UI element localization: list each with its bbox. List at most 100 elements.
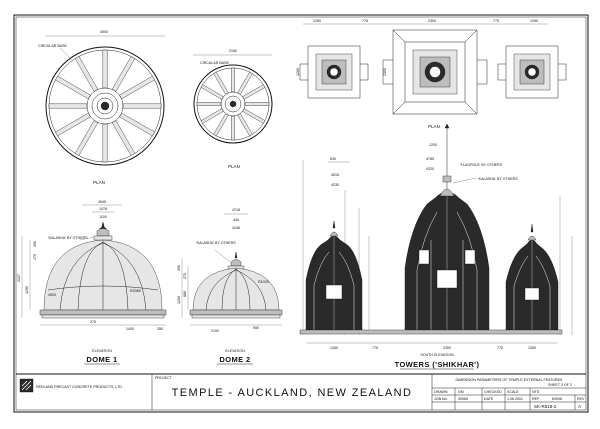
tb-project-label: PROJECT [155, 376, 173, 380]
company-name: REDLAND PRECAST CONCRETE PRODUCTS, LTD. [36, 385, 123, 389]
dome2-title: DOME 2 [219, 355, 250, 364]
tw-kalasha: 'KALASHA' BY OTHERS [478, 177, 518, 181]
plan-rib [237, 113, 253, 137]
plan-rib [200, 108, 224, 124]
d1-dome-base: 4500 [48, 293, 56, 297]
dome1-base-label: CIRCULAR BASE [38, 44, 68, 48]
plan-rib [196, 102, 222, 106]
dome2-plan: 2150 CIRCULAR BASE PLAN [193, 49, 273, 169]
tw-b4: 775 [497, 346, 503, 350]
d1-d2: 1100 [99, 215, 107, 219]
towers-elevation: 'FLAGPOLE' BY OTHERS 'KALASHA' BY OTHERS… [299, 123, 573, 370]
d2-h-mid: 880 [183, 291, 187, 297]
tp-d1: 1260 [313, 19, 321, 23]
inner-border [15, 16, 587, 411]
plan-rib [213, 71, 229, 95]
d1-h-base: 475 [33, 254, 37, 260]
plan-rib [231, 115, 235, 141]
tb-ref-v: 6/9/06 [552, 397, 562, 401]
dome1-plan: 4500 CIRCULAR BASE PLAN [38, 30, 165, 185]
plan-rib [111, 56, 136, 92]
d1-elevation-label: ELEVATION [92, 349, 112, 353]
tw-south-label: SOUTH ELEVATION [420, 353, 454, 357]
dome2-plan-label: PLAN [228, 164, 240, 169]
tb-checked: CHECKED [484, 390, 502, 394]
tp-d2: 775 [362, 19, 368, 23]
tp-d5: 1260 [530, 19, 538, 23]
d2-kalasha: 'KALASHA' BY OTHERS [196, 241, 236, 245]
d2-d2: 4246 [232, 226, 240, 230]
sheet-border [13, 14, 589, 413]
d1-kalasha: 'KALASHA' BY OTHERS [48, 236, 88, 240]
tw-d-c: 630 [330, 157, 336, 161]
tb-date: DATE [484, 397, 494, 401]
tb-rev-v: A [578, 404, 581, 409]
plan-rib [213, 113, 229, 137]
tb-job-v: 30965 [458, 397, 468, 401]
dome1-elevation: 4545 1078 1100 'KALASHA' BY OTHERS 2137 … [17, 200, 167, 365]
tw-b3: 2300 [443, 346, 451, 350]
dome2-elevation: 4718 440 4246 'KALASHA' BY OTHERS 1260 8… [177, 208, 283, 365]
d2-h-base: 350 [177, 265, 181, 271]
plan-rib [55, 75, 91, 100]
tw-d-d: 4515 [331, 173, 339, 177]
plan-rib [74, 56, 99, 92]
towers-plan: 1260 775 2300 775 1260 1260 2300 [296, 19, 567, 129]
d1-base-gap: 350 [157, 327, 163, 331]
tb-scale-v: NTS [532, 390, 540, 394]
tw-b5: 1260 [528, 346, 536, 350]
d1-foot: 275 [90, 320, 96, 324]
tp-h-big: 2300 [383, 68, 387, 76]
tw-flagpole: 'FLAGPOLE' BY OTHERS [460, 163, 503, 167]
plan-rib [55, 112, 91, 137]
plan-rib [48, 103, 88, 109]
plan-rib [231, 67, 235, 93]
plan-rib [122, 103, 162, 109]
plan-rib [102, 123, 108, 163]
d1-h-lower: 350 [33, 241, 37, 247]
d1-d1: 1078 [99, 207, 107, 211]
plan-rib [119, 112, 155, 137]
dome1-title: DOME 1 [86, 355, 117, 364]
plan-rib [242, 84, 266, 100]
towers-title: TOWERS ('SHIKHAR') [395, 360, 480, 369]
towers-plan-label: PLAN [428, 124, 440, 129]
tb-date-v: 1.06.2001 [507, 397, 523, 401]
tb-job: JOB No. [434, 397, 448, 401]
tb-drawn: DRAWN [434, 390, 448, 394]
tb-rev: REV [577, 397, 585, 401]
plan-rib [74, 120, 99, 156]
d2-h-lower: 275 [183, 273, 187, 279]
d2-half: 950 [253, 326, 259, 330]
tb-scale: SCALE [507, 390, 519, 394]
plan-rib [244, 102, 270, 106]
plan-rib [242, 108, 266, 124]
plan-rib [111, 120, 136, 156]
d1-h-mid: 1290 [25, 286, 29, 294]
d2-h-total: 1260 [177, 296, 181, 304]
tp-d3: 2300 [428, 19, 436, 23]
d2-elevation-label: ELEVATION [225, 349, 245, 353]
d2-top: 4718 [232, 208, 240, 212]
tw-b1: 1260 [330, 346, 338, 350]
tw-d-top: 1200 [429, 143, 437, 147]
tw-d-a: 4785 [426, 157, 434, 161]
sheet-number: SHEET 2 OF 2 [548, 383, 572, 387]
d2-radius: R1025 [258, 280, 269, 284]
d1-h-total: 2137 [17, 274, 21, 282]
tw-d-e: 4230 [331, 183, 339, 187]
plan-rib [119, 75, 155, 100]
tb-ref: REF [532, 397, 540, 401]
sheet-title: DIMENSION PARAMETERS OF TEMPLE EXTERNAL … [456, 378, 564, 382]
tw-b2: 775 [372, 346, 378, 350]
d2-d1: 440 [233, 218, 239, 222]
tp-h-small: 1260 [296, 68, 300, 76]
plan-rib [102, 49, 108, 89]
plan-rib [200, 84, 224, 100]
dome1-plan-dia: 4500 [100, 30, 108, 34]
tw-d-b: 4320 [426, 167, 434, 171]
tp-d4: 775 [493, 19, 499, 23]
dome2-plan-dia: 2150 [229, 49, 237, 53]
